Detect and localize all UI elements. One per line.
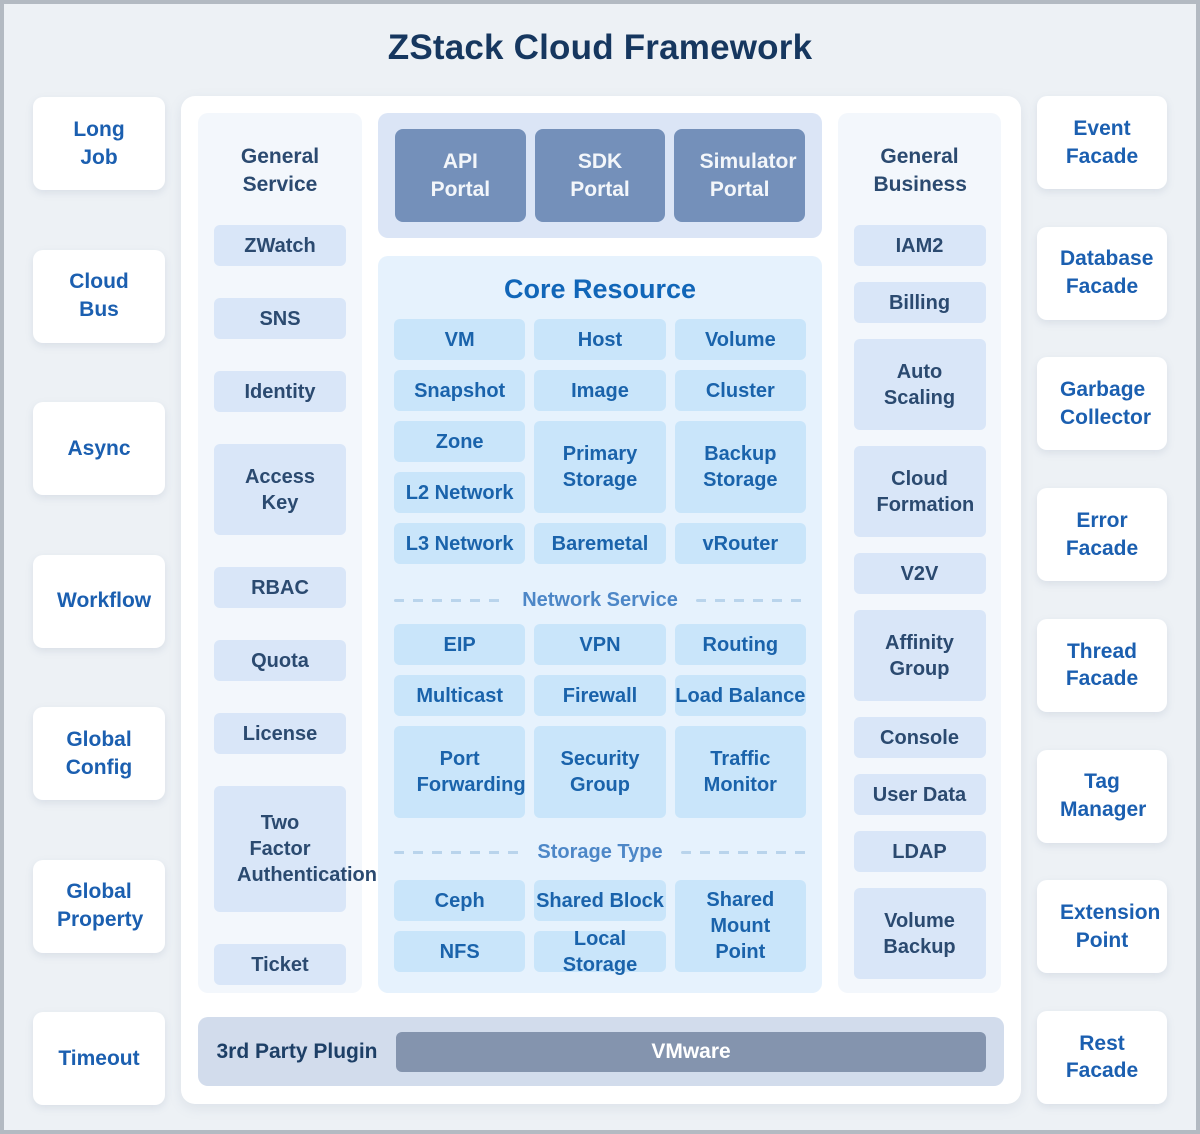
item-sns: SNS [214,298,346,340]
box-database-facade: Database Facade [1037,226,1167,320]
general-service-panel: General Service ZWatch SNS Identity Acce… [198,113,377,993]
third-party-plugin-label: 3rd Party Plugin [216,1039,378,1063]
general-business-items: IAM2 Billing Auto Scaling Cloud Formatio… [853,225,986,980]
left-rail: Long Job Cloud Bus Async Workflow Global… [33,97,165,1105]
box-global-property: Global Property [33,859,165,953]
item-image: Image [534,370,666,411]
item-billing: Billing [853,282,986,324]
divider-dash-right [695,598,807,602]
item-l3-network: L3 Network [394,523,526,564]
box-garbage-collector: Garbage Collector [1037,357,1167,451]
item-primary-storage: Primary Storage [534,421,666,513]
item-identity: Identity [214,371,346,413]
item-affinity-group: Affinity Group [853,610,986,702]
network-service-label: Network Service [522,588,678,611]
item-l2-network: L2 Network [394,472,526,513]
box-workflow: Workflow [33,554,165,648]
item-volume-backup: Volume Backup [853,888,986,980]
item-quota: Quota [214,640,346,682]
item-firewall: Firewall [534,675,666,716]
box-tag-manager: Tag Manager [1037,749,1167,843]
item-nfs: NFS [394,931,526,972]
item-cluster: Cluster [674,370,806,411]
network-service-divider: Network Service [394,586,807,614]
item-license: License [214,713,346,755]
box-error-facade: Error Facade [1037,488,1167,582]
item-iam2: IAM2 [853,225,986,267]
box-cloud-bus: Cloud Bus [33,249,165,343]
portal-strip: API Portal SDK Portal Simulator Portal [378,113,822,238]
core-resource-title: Core Resource [503,274,697,304]
box-thread-facade: Thread Facade [1037,618,1167,712]
item-zwatch: ZWatch [214,225,346,267]
divider-dash-left [394,850,520,854]
core-resource-grid: VM Host Volume Snapshot Image Cluster Zo… [394,319,806,564]
third-party-plugin-bar: 3rd Party Plugin VMware [198,1017,1004,1086]
item-backup-storage: Backup Storage [674,421,806,513]
item-cloud-formation: Cloud Formation [853,446,986,538]
item-vpn: VPN [534,624,666,665]
general-business-header: General Business [873,145,967,197]
item-load-balance: Load Balance [674,675,806,716]
item-v2v: V2V [853,553,986,595]
divider-dash-right [680,850,806,854]
item-local-storage: Local Storage [534,928,666,976]
diagram-title: ZStack Cloud Framework [387,28,813,67]
item-ticket: Ticket [214,944,346,986]
item-volume: Volume [674,319,806,360]
item-multicast: Multicast [394,675,526,716]
framework-panel: General Service ZWatch SNS Identity Acce… [181,96,1021,1104]
box-global-config: Global Config [33,707,165,800]
item-vrouter: vRouter [674,523,806,564]
item-access-key: Access Key [214,444,346,536]
item-routing: Routing [674,624,806,665]
right-rail: Event Facade Database Facade Garbage Col… [1037,96,1167,1104]
general-business-panel: General Business IAM2 Billing Auto Scali… [838,113,1001,993]
storage-type-label: Storage Type [537,840,663,863]
item-traffic-monitor: Traffic Monitor [674,726,806,818]
core-resource-panel: Core Resource VM Host Volume Snapshot Im… [378,256,822,993]
item-ldap: LDAP [853,831,986,873]
item-eip: EIP [394,624,526,665]
item-user-data: User Data [853,774,986,816]
divider-dash-left [394,598,505,602]
box-event-facade: Event Facade [1037,96,1167,189]
box-async: Async [33,402,165,495]
box-rest-facade: Rest Facade [1037,1010,1167,1104]
item-vm: VM [394,319,526,360]
framework-columns: General Service ZWatch SNS Identity Acce… [198,113,1004,993]
general-service-header: General Service [240,145,320,197]
network-service-grid: EIP VPN Routing Multicast Firewall Load … [394,624,806,818]
item-host: Host [534,319,666,360]
simulator-portal: Simulator Portal [674,129,806,222]
box-long-job: Long Job [33,97,165,190]
center-column: API Portal SDK Portal Simulator Portal C… [378,113,822,993]
item-shared-mount-point: Shared Mount Point [674,880,806,972]
box-timeout: Timeout [33,1012,165,1105]
item-two-factor-authentication: Two Factor Authentication [214,786,377,913]
item-ceph: Ceph [394,880,526,921]
item-auto-scaling: Auto Scaling [853,339,986,431]
item-shared-block: Shared Block [534,880,666,921]
item-console: Console [853,717,986,759]
item-vmware: VMware [396,1031,986,1072]
item-security-group: Security Group [534,726,666,818]
item-port-forwarding: Port Forwarding [394,726,526,818]
box-extension-point: Extension Point [1037,880,1167,974]
general-service-items: ZWatch SNS Identity Access Key RBAC Quot… [214,225,377,986]
item-zone: Zone [394,421,526,462]
storage-type-grid: Ceph Shared Block Shared Mount Point NFS… [394,880,806,976]
api-portal: API Portal [395,129,526,222]
item-rbac: RBAC [214,567,346,609]
sdk-portal: SDK Portal [534,129,666,222]
item-baremetal: Baremetal [534,523,666,564]
item-snapshot: Snapshot [394,370,526,411]
storage-type-divider: Storage Type [394,838,806,866]
